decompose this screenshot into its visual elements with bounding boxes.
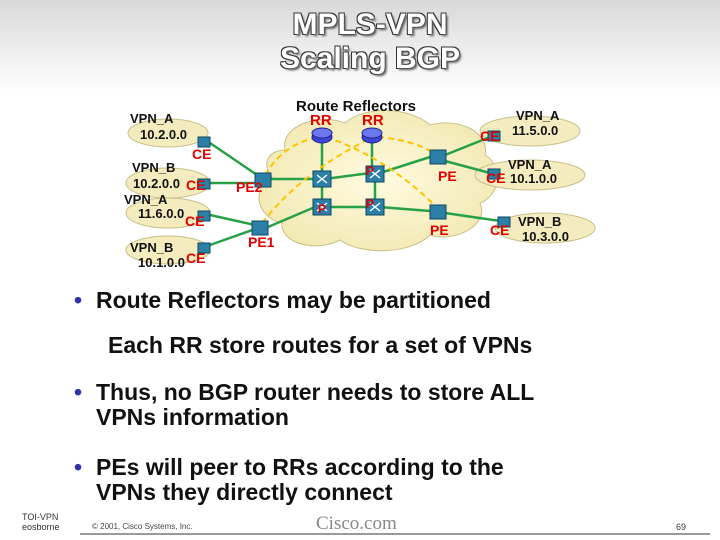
ce-router-left-2 bbox=[197, 178, 211, 190]
ce-router-left-3 bbox=[197, 210, 211, 222]
footer-course-id: TOI-VPN bbox=[22, 512, 59, 522]
pe1-label: PE1 bbox=[248, 234, 275, 250]
ce-label: CE bbox=[192, 146, 211, 162]
footer-author: eosborne bbox=[22, 522, 60, 532]
site-net-label: 10.3.0.0 bbox=[522, 229, 569, 244]
link bbox=[209, 213, 256, 227]
slide-title-line1: MPLS-VPN bbox=[292, 8, 448, 41]
ce-label: CE bbox=[186, 250, 205, 266]
footer-copyright: © 2001, Cisco Systems, Inc. bbox=[92, 522, 193, 531]
cisco-logo-text: Cisco.com bbox=[316, 513, 397, 534]
footer-divider bbox=[80, 533, 710, 535]
route-reflector-2 bbox=[361, 127, 383, 144]
site-vpn-label: VPN_A bbox=[508, 157, 552, 172]
pe2-router bbox=[254, 172, 272, 188]
link bbox=[379, 205, 431, 213]
bullet-2: • Thus, no BGP router needs to store ALL… bbox=[74, 379, 535, 430]
link bbox=[444, 211, 501, 223]
link bbox=[209, 227, 256, 247]
pe-label-right-top: PE bbox=[438, 168, 457, 184]
bullet-3: • PEs will peer to RRs according to the … bbox=[74, 454, 504, 505]
ce-router-right-2 bbox=[487, 168, 501, 180]
link bbox=[379, 155, 431, 175]
link bbox=[267, 205, 316, 229]
ce-label: CE bbox=[480, 128, 499, 144]
ce-router-left-4 bbox=[197, 242, 211, 254]
bullet-marker: • bbox=[74, 454, 83, 480]
bgp-session bbox=[261, 138, 369, 224]
site-vpn-label: VPN_B bbox=[132, 160, 175, 175]
site-cloud-right-3 bbox=[494, 212, 596, 244]
bullet-marker: • bbox=[74, 287, 83, 313]
site-vpn-label: VPN_A bbox=[130, 111, 174, 126]
bgp-session bbox=[325, 136, 437, 208]
site-cloud-right-2 bbox=[474, 159, 586, 191]
route-reflectors-heading: Route Reflectors bbox=[296, 98, 416, 115]
title-banner bbox=[0, 0, 720, 92]
bullet-text: PEs will peer to RRs according to the bbox=[96, 454, 504, 480]
site-cloud-left-1 bbox=[127, 118, 209, 148]
bullet-1: • Route Reflectors may be partitioned bbox=[74, 287, 491, 313]
footer-course: TOI-VPN eosborne bbox=[22, 512, 60, 532]
site-cloud-right-1 bbox=[479, 115, 581, 147]
pe-label-right-bottom: PE bbox=[430, 222, 449, 238]
route-reflector-1 bbox=[311, 127, 333, 144]
pe2-label: PE2 bbox=[236, 179, 263, 195]
slide-title-line2: Scaling BGP bbox=[279, 42, 461, 75]
site-vpn-label: VPN_B bbox=[130, 240, 173, 255]
site-vpn-label: VPN_A bbox=[516, 108, 560, 123]
page-number: 69 bbox=[676, 522, 687, 532]
network-diagram: Route Reflectors RR RR VPN_A 10.2.0.0 CE… bbox=[124, 98, 596, 270]
sub-bullet: Each RR store routes for a set of VPNs bbox=[108, 332, 533, 358]
bullet-text: Route Reflectors may be partitioned bbox=[96, 287, 491, 313]
pe-router-right-top bbox=[429, 149, 447, 165]
pe-router-right-bottom bbox=[429, 204, 447, 220]
link bbox=[209, 141, 261, 179]
bullet-text: VPNs they directly connect bbox=[96, 479, 393, 505]
site-net-label: 11.5.0.0 bbox=[512, 123, 558, 138]
site-net-label: 10.2.0.0 bbox=[140, 127, 187, 142]
ce-router-right-1 bbox=[487, 130, 501, 142]
rr-label-2: RR bbox=[362, 112, 384, 129]
bullet-marker: • bbox=[74, 379, 83, 405]
site-net-label: 10.2.0.0 bbox=[133, 176, 180, 191]
pe1-router bbox=[251, 220, 269, 236]
ce-label: CE bbox=[186, 177, 205, 193]
site-vpn-label: VPN_A bbox=[124, 192, 168, 207]
link bbox=[324, 171, 371, 181]
ce-label: CE bbox=[490, 222, 509, 238]
link bbox=[444, 135, 491, 157]
site-net-label: 11.6.0.0 bbox=[138, 206, 184, 221]
link bbox=[444, 159, 491, 175]
p-label: P bbox=[366, 164, 374, 178]
p-label: P bbox=[318, 202, 326, 216]
ce-label: CE bbox=[185, 213, 204, 229]
bullet-text: Thus, no BGP router needs to store ALL bbox=[96, 379, 535, 405]
bullet-text: VPNs information bbox=[96, 404, 289, 430]
p-label: P bbox=[366, 197, 374, 211]
ce-router-left-1 bbox=[197, 136, 211, 148]
ce-router-right-3 bbox=[497, 216, 511, 228]
site-vpn-label: VPN_B bbox=[518, 214, 561, 229]
site-net-label: 10.1.0.0 bbox=[138, 255, 185, 270]
rr-label-1: RR bbox=[310, 112, 332, 129]
ce-label: CE bbox=[486, 170, 505, 186]
site-net-label: 10.1.0.0 bbox=[510, 171, 557, 186]
